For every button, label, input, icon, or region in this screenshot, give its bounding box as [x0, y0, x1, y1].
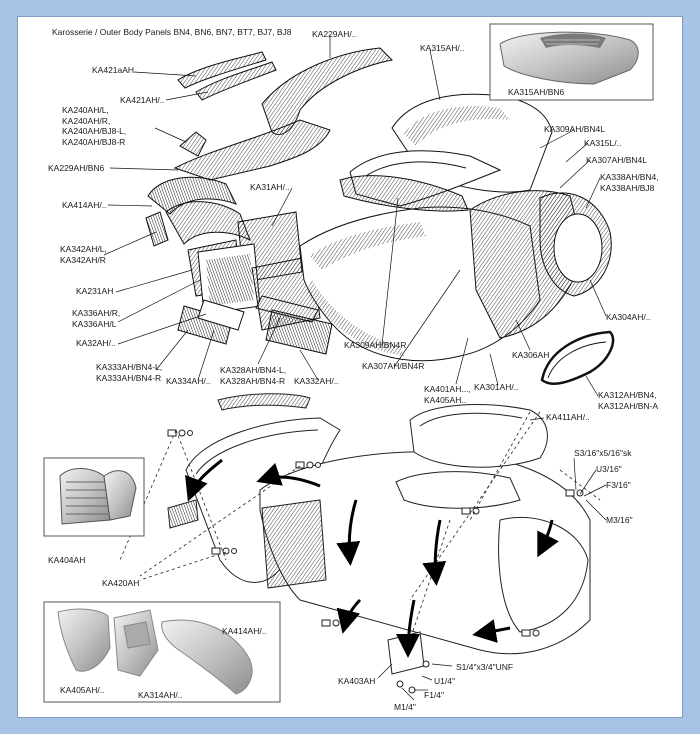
label-ka328ah: KA328AH/BN4-L, KA328AH/BN4-R	[220, 365, 287, 386]
label-s1-bolt: S1/4"x3/4"UNF	[456, 662, 514, 672]
leader-lines	[103, 35, 607, 701]
ka229ah-bn6-wing	[173, 119, 331, 181]
label-ka312ah: KA312AH/BN4, KA312AH/BN-A	[598, 390, 658, 411]
label-ka420ah: KA420AH	[102, 578, 140, 588]
label-ka307ah-bn4l: KA307AH/BN4L	[586, 155, 647, 165]
label-ka240ah: KA240AH/L, KA240AH/R, KA240AH/BJ8-L, KA2…	[62, 105, 127, 147]
label-ka32ah: KA32AH/..	[76, 338, 116, 348]
label-ka336ah: KA336AH/R, KA336AH/L	[72, 308, 121, 329]
label-ka411ah: KA411AH/..	[546, 412, 590, 422]
inset-lower-panels-photo	[57, 608, 253, 695]
label-m3-nut: M3/16"	[606, 515, 633, 525]
ka315ah-bn6-photo	[499, 31, 639, 85]
page-title: Karosserie / Outer Body Panels BN4, BN6,…	[52, 27, 292, 37]
label-ka229ah: KA229AH/..	[312, 29, 357, 39]
label-ka421aah: KA421aAH	[92, 65, 135, 75]
lower-assembled-body	[167, 393, 591, 694]
label-ka401ah: KA401AH..., KA405AH..	[424, 384, 471, 405]
ka307ah-frame	[339, 175, 469, 212]
door-lower	[261, 499, 327, 589]
label-u3-washer: U3/16"	[596, 464, 622, 474]
label-s3-screw: S3/16"x5/16"sk	[574, 448, 632, 458]
upper-exploded-panels	[145, 47, 615, 385]
boot-lid-lower	[409, 404, 548, 468]
label-m1-nut: M1/4"	[394, 702, 416, 712]
ka240ah-bracket	[179, 131, 207, 157]
ka312ah-seal	[540, 330, 615, 385]
ka403ah-plate-bracket	[387, 631, 425, 675]
label-ka315ah-bn6: KA315AH/BN6	[508, 87, 565, 97]
label-ka231ah: KA231AH	[76, 286, 114, 296]
label-ka414ah: KA414AH/..	[62, 200, 107, 210]
ka420ah-badge	[167, 499, 199, 529]
windscreen-opening	[395, 471, 521, 509]
label-ka315l: KA315L/..	[584, 138, 622, 148]
label-ka31ah: KA31AH/..	[250, 182, 290, 192]
label-ka414ah-inset: KA414AH/..	[222, 626, 267, 636]
upper-trim-lower	[217, 393, 311, 411]
label-ka306ah: KA306AH	[512, 350, 550, 360]
ka304ah-opening	[553, 213, 603, 283]
ka342ah-strip	[145, 211, 169, 247]
ka421aah-trim	[177, 51, 267, 89]
label-f3-washer: F3/16"	[606, 480, 631, 490]
label-u1-washer: U1/4"	[434, 676, 455, 686]
label-ka403ah: KA403AH	[338, 676, 376, 686]
ka421ah-trim	[195, 61, 277, 101]
label-ka301ah: KA301AH/..	[474, 382, 519, 392]
ka404ah-photo	[59, 468, 137, 525]
label-ka404ah: KA404AH	[48, 555, 86, 565]
label-ka304ah: KA304AH/..	[606, 312, 651, 322]
label-ka334ah: KA334AH/..	[166, 376, 211, 386]
label-ka309ah-bn4l: KA309AH/BN4L	[544, 124, 605, 134]
label-ka314ah: KA314AH/..	[138, 690, 183, 700]
label-ka338ah: KA338AH/BN4, KA338AH/BJ8	[600, 172, 659, 193]
label-ka342ah: KA342AH/L, KA342AH/R	[60, 244, 107, 265]
label-ka309ah-bn4r: KA309AH/BN4R	[344, 340, 407, 350]
assembly-arrows	[185, 458, 559, 658]
rear-wing-lower	[498, 516, 589, 633]
label-ka307ah-bn4r: KA307AH/BN4R	[362, 361, 425, 371]
label-f1-washer: F1/4"	[424, 690, 445, 700]
ka229ah-wing	[261, 47, 394, 135]
label-ka315ah: KA315AH/..	[420, 43, 465, 53]
label-ka405ah: KA405AH/..	[60, 685, 105, 695]
label-ka421ah: KA421AH/..	[120, 95, 165, 105]
front-wing-left	[165, 201, 251, 245]
label-ka229ah-bn6: KA229AH/BN6	[48, 163, 105, 173]
ka334ah-sill	[197, 299, 245, 331]
label-ka332ah: KA332AH/..	[294, 376, 339, 386]
label-ka333ah: KA333AH/BN4-L, KA333AH/BN4-R	[96, 362, 163, 383]
